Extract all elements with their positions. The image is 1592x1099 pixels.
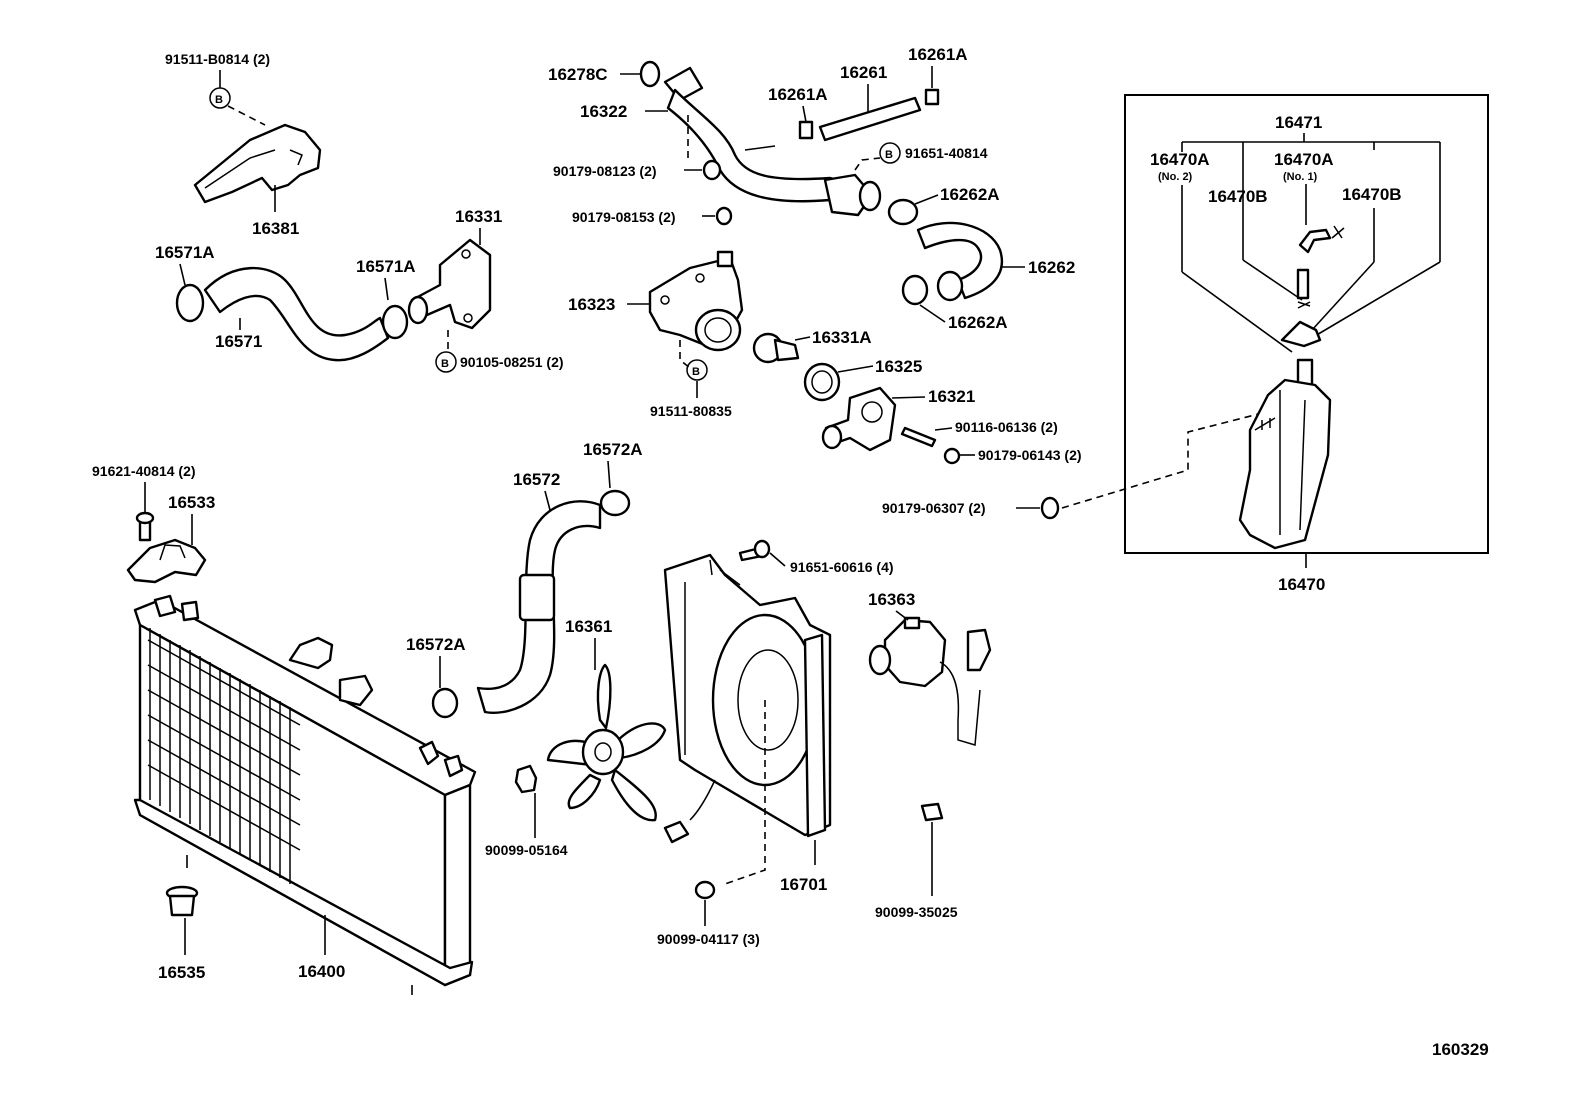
label-16262a-top: 16262A bbox=[940, 185, 1000, 204]
label-16262: 16262 bbox=[1028, 258, 1075, 277]
label-16470b-left: 16470B bbox=[1208, 187, 1268, 206]
label-91651-40814: 91651-40814 bbox=[905, 145, 988, 161]
label-16533: 16533 bbox=[168, 493, 215, 512]
reservoir-cap-parts bbox=[1280, 225, 1345, 348]
nut-90099-05164 bbox=[514, 764, 538, 794]
hose-16572 bbox=[431, 489, 631, 719]
label-90099-05164: 90099-05164 bbox=[485, 842, 568, 858]
label-16470: 16470 bbox=[1278, 575, 1325, 594]
label-16381: 16381 bbox=[252, 219, 299, 238]
label-90105-08251: 90105-08251 (2) bbox=[460, 354, 564, 370]
water-inlet-pipe-16322 bbox=[639, 60, 882, 217]
fan-motor-16363 bbox=[868, 616, 992, 746]
label-16571: 16571 bbox=[215, 332, 262, 351]
bolt-marker-b: B bbox=[885, 149, 893, 161]
label-16278c: 16278C bbox=[548, 65, 608, 84]
thermostat-housing-16323 bbox=[648, 250, 744, 352]
label-91621-40814: 91621-40814 (2) bbox=[92, 463, 196, 479]
bolt-marker-b: B bbox=[441, 358, 449, 370]
label-91511-80835: 91511-80835 bbox=[650, 403, 732, 419]
water-outlet-16331 bbox=[407, 238, 492, 330]
nut-90179-06307 bbox=[1040, 496, 1060, 520]
label-16470a-no1-sub: (No. 1) bbox=[1283, 171, 1318, 183]
label-16400: 16400 bbox=[298, 962, 345, 981]
label-16470a-no2: 16470A bbox=[1150, 150, 1210, 169]
radiator-support-16533 bbox=[126, 538, 207, 584]
label-90179-08153: 90179-08153 (2) bbox=[572, 209, 676, 225]
screw-90099-04117 bbox=[694, 880, 716, 900]
label-16471: 16471 bbox=[1275, 113, 1322, 132]
thermostat-16331a bbox=[752, 332, 800, 364]
label-16470b-right: 16470B bbox=[1342, 185, 1402, 204]
fan-16361 bbox=[546, 663, 667, 822]
hose-16571 bbox=[175, 266, 409, 362]
hose-16262 bbox=[887, 198, 1003, 306]
drain-cock-16535 bbox=[165, 885, 199, 917]
water-inlet-16321 bbox=[821, 386, 897, 452]
label-91511-b0814: 91511-B0814 (2) bbox=[165, 51, 270, 67]
label-16331: 16331 bbox=[455, 207, 502, 226]
label-16572: 16572 bbox=[513, 470, 560, 489]
label-16323: 16323 bbox=[568, 295, 615, 314]
label-16535: 16535 bbox=[158, 963, 205, 982]
label-16331a: 16331A bbox=[812, 328, 872, 347]
label-90179-06143: 90179-06143 (2) bbox=[978, 447, 1082, 463]
label-16321: 16321 bbox=[928, 387, 975, 406]
stud-bolt bbox=[900, 426, 937, 448]
label-16363: 16363 bbox=[868, 590, 915, 609]
bolt-marker-b: B bbox=[215, 94, 223, 106]
label-16261: 16261 bbox=[840, 63, 887, 82]
label-90116-06136: 90116-06136 (2) bbox=[955, 419, 1058, 435]
label-91651-60616: 91651-60616 (4) bbox=[790, 559, 894, 575]
label-16701: 16701 bbox=[780, 875, 827, 894]
label-16262a-bottom: 16262A bbox=[948, 313, 1008, 332]
label-90099-04117: 90099-04117 (3) bbox=[657, 931, 760, 947]
label-16470a-no1: 16470A bbox=[1274, 150, 1334, 169]
label-16322: 16322 bbox=[580, 102, 627, 121]
label-16325: 16325 bbox=[875, 357, 922, 376]
bolt-marker-b: B bbox=[692, 366, 700, 378]
label-90179-06307: 90179-06307 (2) bbox=[882, 500, 986, 516]
radiator-16400 bbox=[133, 594, 477, 995]
bypass-hose-16261 bbox=[798, 88, 940, 142]
label-90179-08123: 90179-08123 (2) bbox=[553, 163, 657, 179]
label-16261a-right: 16261A bbox=[908, 45, 968, 64]
label-16571a-right: 16571A bbox=[356, 257, 416, 276]
clip-90099-35025 bbox=[920, 802, 944, 822]
label-16261a-left: 16261A bbox=[768, 85, 828, 104]
gasket-16325 bbox=[803, 362, 841, 402]
bracket-16381: B bbox=[193, 87, 322, 212]
fan-shroud-16701 bbox=[663, 553, 832, 844]
figure-number: 160329 bbox=[1432, 1040, 1489, 1059]
label-16361: 16361 bbox=[565, 617, 612, 636]
label-16571a-left: 16571A bbox=[155, 243, 215, 262]
label-16572a-top: 16572A bbox=[583, 440, 643, 459]
label-16470a-no2-sub: (No. 2) bbox=[1158, 171, 1193, 183]
label-90099-35025: 90099-35025 bbox=[875, 904, 958, 920]
coolant-reservoir-tank bbox=[1238, 358, 1332, 550]
label-16572a-bottom: 16572A bbox=[406, 635, 466, 654]
